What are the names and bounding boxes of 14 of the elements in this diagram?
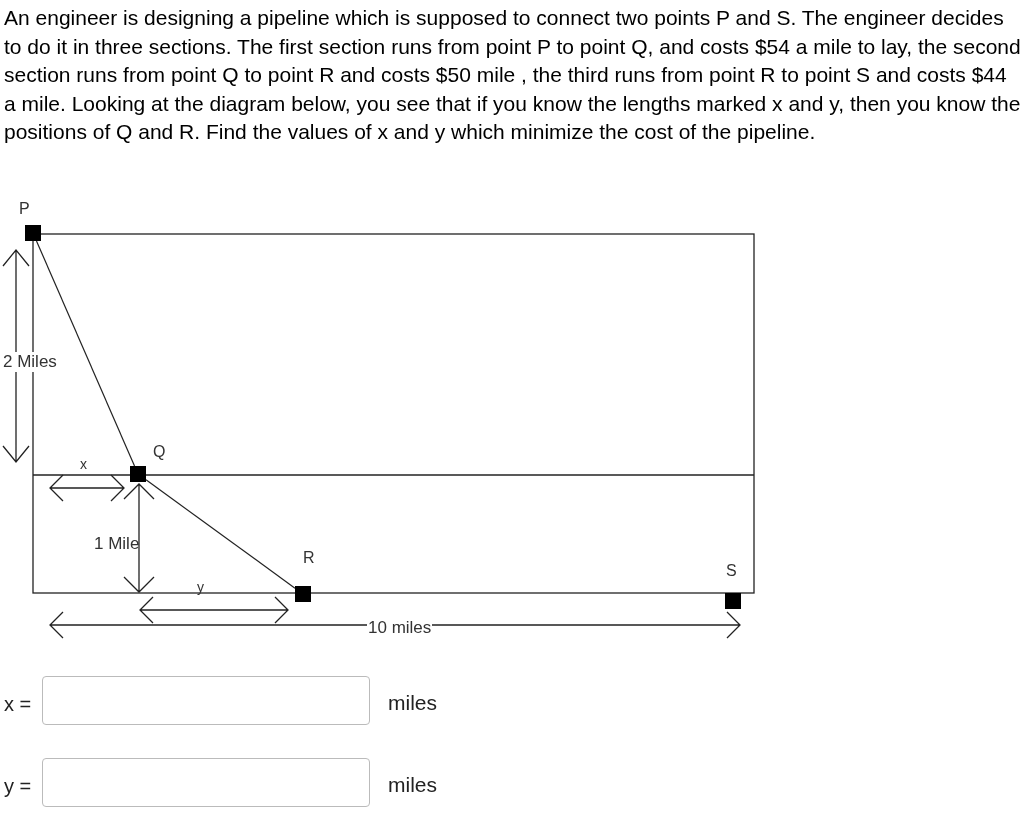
dimension-label: 2 Miles <box>3 352 57 372</box>
field-label: y = <box>4 774 32 798</box>
unit-label: miles <box>388 773 437 797</box>
point-label: P <box>19 201 30 217</box>
point-label: R <box>303 550 315 566</box>
pipeline-line <box>145 479 296 589</box>
dimension-label: x <box>80 456 87 472</box>
problem-text: An engineer is designing a pipeline which is supposed to connect two points P and S. The engineer decides to do it in three sections. The first section runs from point P to point Q, and costs $54 a mile to lay, the second section runs from point Q to point R and costs $50 mile , the third runs from point R to point S and costs $44 a mile. Looking at the diagram below, you see that if you know the lengths marked x and y, then you know the positions of Q and R. Find the values of x and y which minimize the cost of the pipeline. <box>4 5 1022 145</box>
field-label: x = <box>4 692 32 716</box>
point-label: S <box>726 563 737 579</box>
pipeline-line <box>35 240 136 467</box>
unit-label: miles <box>388 691 437 715</box>
point-label: Q <box>153 444 166 460</box>
dimension-label: y <box>197 579 204 595</box>
